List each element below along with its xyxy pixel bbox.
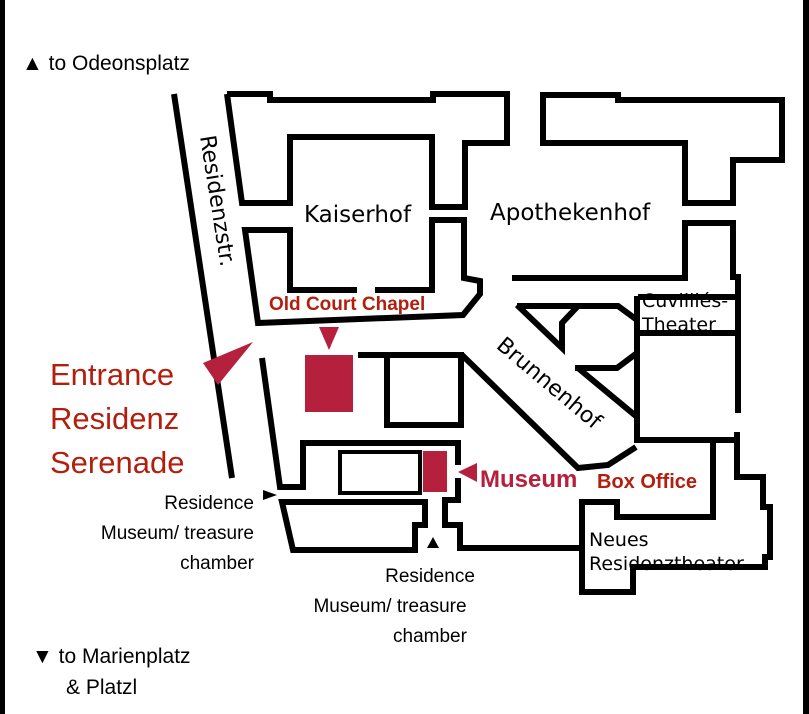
south-museum-entrance-label: Residence Museum/ treasure chamber bbox=[280, 562, 500, 652]
box-office-marker bbox=[423, 451, 447, 492]
frame-left bbox=[0, 0, 5, 714]
brunnenhof-east-edge bbox=[514, 302, 581, 356]
south-entrance-line-3: chamber bbox=[393, 626, 467, 647]
treasury-block bbox=[259, 357, 461, 490]
museum-label: Museum bbox=[480, 466, 578, 493]
south-museum-entrance-arrow-icon bbox=[427, 537, 439, 548]
neues-label-2: Residenztheater bbox=[589, 553, 744, 575]
residenzstr-line bbox=[171, 93, 235, 479]
box-office-label: Box Office bbox=[597, 471, 698, 493]
south-entrance-line-1: Residence bbox=[385, 566, 475, 587]
west-museum-entrance-arrow-icon bbox=[263, 490, 277, 500]
apothekenhof-north-building bbox=[540, 92, 785, 206]
cuvillies-label-1: Cuvilliés- bbox=[642, 290, 729, 312]
west-entrance-line-1: Residence bbox=[164, 493, 254, 514]
kaiserhof-south-building bbox=[241, 217, 483, 327]
old-court-chapel-label: Old Court Chapel bbox=[269, 294, 426, 315]
apothekenhof-south-building bbox=[512, 220, 741, 413]
apothekenhof-label: Apothekenhof bbox=[490, 200, 651, 226]
chapel-annex-building bbox=[384, 352, 464, 428]
kaiserhof-north-building bbox=[224, 91, 510, 210]
chapel-pointer-icon bbox=[319, 327, 339, 350]
entrance-label: Entrance Residenz Serenade bbox=[50, 353, 184, 485]
south-direction-label: to Marienplatz bbox=[58, 645, 191, 668]
west-entrance-line-3: chamber bbox=[180, 553, 254, 574]
box-office-pointer-icon bbox=[458, 463, 477, 482]
entrance-pointer-icon bbox=[203, 342, 253, 385]
treasury-inner-hall bbox=[338, 450, 422, 495]
brunnenhof-inner-mid bbox=[575, 350, 639, 371]
cuvillies-label-2: Theater bbox=[642, 314, 716, 336]
southwest-building bbox=[278, 499, 428, 553]
neues-label-1: Neues bbox=[589, 529, 649, 551]
north-direction: ▲ to Odeonsplatz bbox=[22, 53, 190, 74]
neues-residenztheater-building bbox=[579, 432, 773, 595]
brunnenhof-inner-top bbox=[517, 303, 639, 323]
entrance-line-2: Residenz bbox=[50, 401, 180, 436]
entrance-line-3: Serenade bbox=[50, 445, 185, 480]
triangle-down-icon: ▼ bbox=[32, 645, 53, 668]
west-entrance-line-2: Museum/ treasure bbox=[100, 523, 254, 544]
kaiserhof-label: Kaiserhof bbox=[304, 202, 412, 228]
triangle-up-icon: ▲ bbox=[22, 52, 43, 75]
south-direction: ▼ to Marienplatz bbox=[32, 646, 191, 667]
brunnenhof-inner-bottom bbox=[576, 365, 639, 420]
south-entrance-line-2: Museum/ treasure bbox=[313, 596, 467, 617]
west-museum-entrance-label: Residence Museum/ treasure chamber bbox=[40, 489, 254, 579]
entrance-line-1: Entrance bbox=[50, 357, 175, 392]
south-direction-label-2: & Platzl bbox=[66, 676, 138, 699]
frame-right bbox=[803, 0, 809, 714]
north-direction-label: to Odeonsplatz bbox=[48, 52, 190, 75]
old-court-chapel-marker bbox=[305, 355, 353, 412]
